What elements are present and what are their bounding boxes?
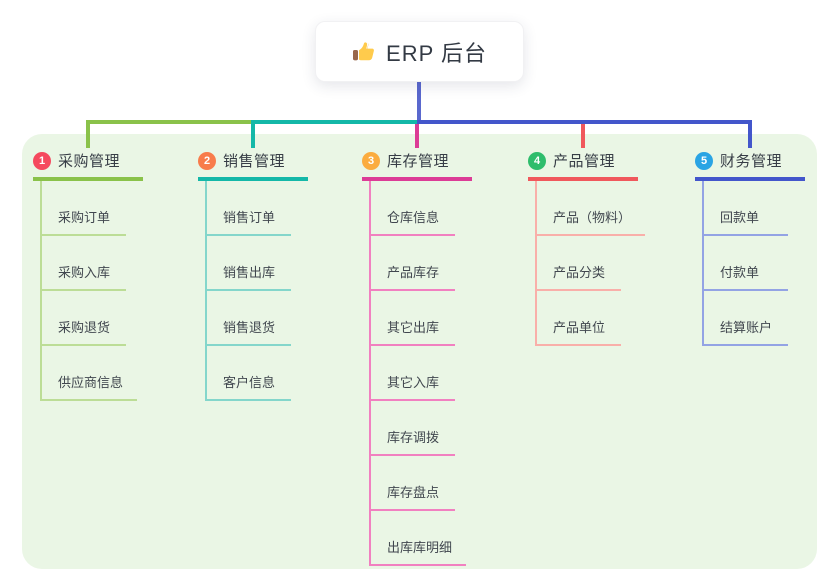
branch-number-badge: 2 bbox=[198, 151, 216, 170]
child-node[interactable]: 仓库信息 bbox=[371, 181, 455, 236]
child-node[interactable]: 采购入库 bbox=[42, 236, 126, 291]
drop-line-branch2 bbox=[251, 120, 255, 148]
branch-title-3[interactable]: 3 库存管理 bbox=[362, 148, 472, 181]
thumbs-up-icon bbox=[353, 41, 374, 60]
bus-segment-branch1 bbox=[86, 120, 253, 124]
drop-line-branch4 bbox=[581, 124, 585, 148]
child-node[interactable]: 其它入库 bbox=[371, 346, 455, 401]
bus-segment-branch5 bbox=[417, 120, 752, 124]
branch-title-4[interactable]: 4 产品管理 bbox=[528, 148, 638, 181]
branch-children-list: 销售订单 销售出库 销售退货 客户信息 bbox=[205, 181, 308, 401]
branch-number-badge: 1 bbox=[33, 151, 51, 170]
branch-title-label: 财务管理 bbox=[720, 153, 783, 170]
child-node[interactable]: 产品（物料） bbox=[537, 181, 646, 236]
child-node[interactable]: 供应商信息 bbox=[42, 346, 138, 401]
child-node[interactable]: 产品分类 bbox=[537, 236, 621, 291]
branch-children-list: 产品（物料） 产品分类 产品单位 bbox=[535, 181, 646, 346]
branch-number-badge: 4 bbox=[528, 151, 546, 170]
child-node[interactable]: 库存调拨 bbox=[371, 401, 455, 456]
bus-segment-branch2 bbox=[251, 120, 419, 124]
branch-title-2[interactable]: 2 销售管理 bbox=[198, 148, 308, 181]
child-node[interactable]: 产品库存 bbox=[371, 236, 455, 291]
child-node[interactable]: 付款单 bbox=[704, 236, 788, 291]
branch-children-list: 回款单 付款单 结算账户 bbox=[702, 181, 805, 346]
child-node[interactable]: 采购订单 bbox=[42, 181, 126, 236]
drop-line-branch5 bbox=[748, 124, 752, 148]
branch-node-1: 1 采购管理 采购订单 采购入库 采购退货 供应商信息 bbox=[33, 148, 143, 401]
branch-number-badge: 3 bbox=[362, 151, 380, 170]
drop-line-branch3 bbox=[415, 124, 419, 148]
branch-title-label: 库存管理 bbox=[387, 153, 450, 170]
branch-node-5: 5 财务管理 回款单 付款单 结算账户 bbox=[695, 148, 805, 346]
branch-title-label: 产品管理 bbox=[553, 153, 616, 170]
branches-panel-background bbox=[22, 134, 817, 569]
root-node[interactable]: ERP 后台 bbox=[315, 21, 524, 82]
child-node[interactable]: 销售出库 bbox=[207, 236, 291, 291]
branch-title-5[interactable]: 5 财务管理 bbox=[695, 148, 805, 181]
branch-children-list: 仓库信息 产品库存 其它出库 其它入库 库存调拨 库存盘点 出库库明细 bbox=[369, 181, 472, 566]
child-node[interactable]: 客户信息 bbox=[207, 346, 291, 401]
child-node[interactable]: 采购退货 bbox=[42, 291, 126, 346]
branch-title-label: 销售管理 bbox=[223, 153, 286, 170]
branch-node-3: 3 库存管理 仓库信息 产品库存 其它出库 其它入库 库存调拨 库存盘点 出库库… bbox=[362, 148, 472, 566]
branch-node-4: 4 产品管理 产品（物料） 产品分类 产品单位 bbox=[528, 148, 646, 346]
branch-title-1[interactable]: 1 采购管理 bbox=[33, 148, 143, 181]
child-node[interactable]: 库存盘点 bbox=[371, 456, 455, 511]
root-connector-line bbox=[417, 82, 421, 122]
child-node[interactable]: 回款单 bbox=[704, 181, 788, 236]
branch-node-2: 2 销售管理 销售订单 销售出库 销售退货 客户信息 bbox=[198, 148, 308, 401]
root-label: ERP 后台 bbox=[386, 40, 487, 66]
branch-number-badge: 5 bbox=[695, 151, 713, 170]
child-node[interactable]: 其它出库 bbox=[371, 291, 455, 346]
child-node[interactable]: 结算账户 bbox=[704, 291, 788, 346]
child-node[interactable]: 销售订单 bbox=[207, 181, 291, 236]
branch-title-label: 采购管理 bbox=[58, 153, 121, 170]
child-node[interactable]: 销售退货 bbox=[207, 291, 291, 346]
child-node[interactable]: 出库库明细 bbox=[371, 511, 467, 566]
child-node[interactable]: 产品单位 bbox=[537, 291, 621, 346]
drop-line-branch1 bbox=[86, 120, 90, 148]
branch-children-list: 采购订单 采购入库 采购退货 供应商信息 bbox=[40, 181, 143, 401]
